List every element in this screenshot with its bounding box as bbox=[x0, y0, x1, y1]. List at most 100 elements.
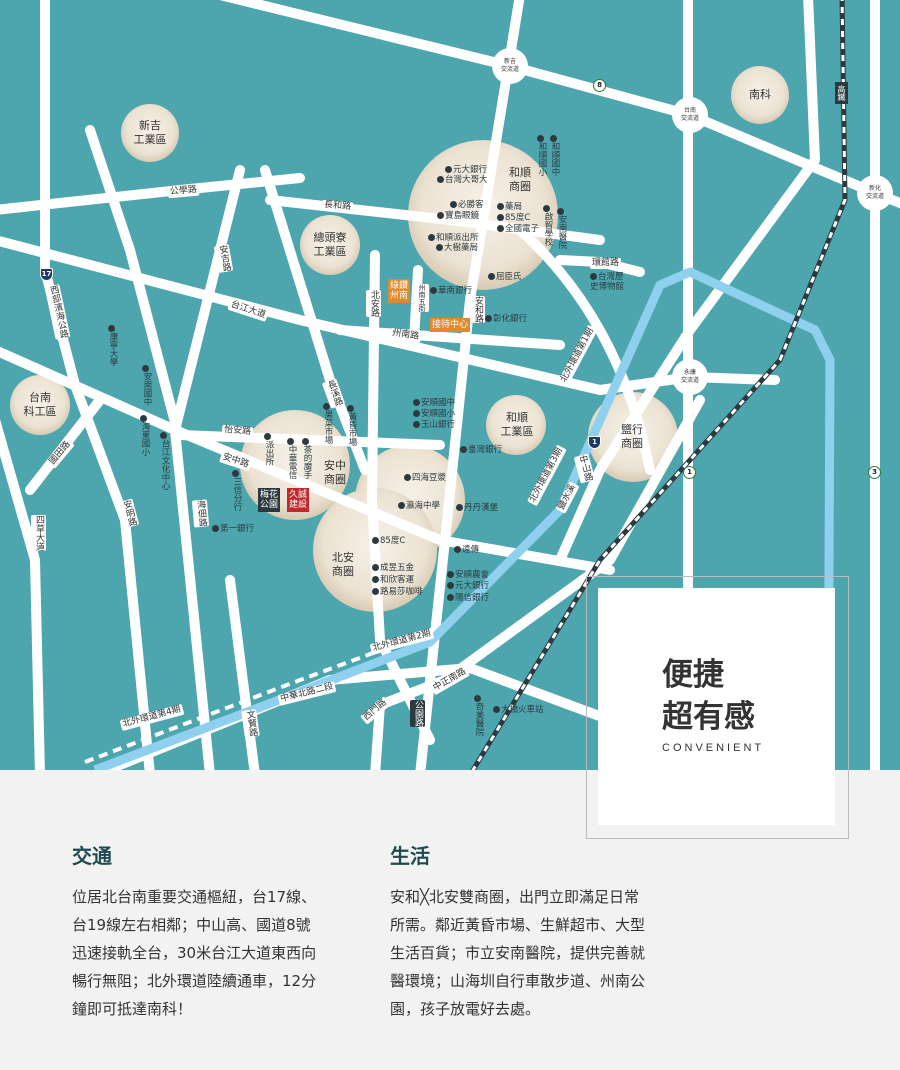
poi-label: 中華電信 bbox=[287, 438, 297, 479]
district-label: 總頭寮 工業區 bbox=[313, 231, 347, 258]
poi-label: 台灣大哥大 bbox=[437, 175, 488, 185]
poi-label: 屈臣氏 bbox=[488, 272, 522, 282]
road-anhe bbox=[415, 0, 525, 770]
poi-label: 第一銀行 bbox=[212, 524, 254, 534]
district-circle bbox=[731, 66, 789, 124]
highway-shield: 1 bbox=[588, 436, 601, 449]
road-8 bbox=[219, 0, 900, 209]
highway-shield: 17 bbox=[40, 268, 53, 281]
district-label: 安中 商圈 bbox=[324, 459, 346, 486]
poi-label: 瀛海中學 bbox=[398, 501, 440, 511]
traffic-heading: 交通 bbox=[72, 844, 112, 868]
road-label: 四草大道 bbox=[31, 515, 46, 551]
road-ansi bbox=[85, 125, 182, 435]
poi-label: 安順國中 bbox=[413, 398, 455, 408]
poi-label: 三信分行 bbox=[232, 470, 242, 511]
hsr-label: 高鐵 bbox=[835, 82, 848, 104]
road-taijiang bbox=[0, 236, 605, 395]
road-sicao bbox=[0, 419, 45, 770]
poi-label: 台灣歷史博物館 bbox=[590, 272, 630, 292]
poi-label: 成昱五金 bbox=[372, 563, 414, 573]
interchange-marker: 新化 交流道 bbox=[857, 175, 893, 211]
brand-badge: 久誠 建設 bbox=[287, 488, 310, 512]
highway-shield: 3 bbox=[868, 466, 881, 479]
poi-label: 臺灣銀行 bbox=[460, 445, 502, 455]
poi-label: 黃昏市場 bbox=[347, 405, 357, 446]
area-map[interactable]: 新吉 工業區總頭寮 工業區台南 科工區南科和順 商圈安中 商圈北安 商圈和順 工… bbox=[0, 0, 900, 770]
district-label: 台南 科工區 bbox=[23, 391, 57, 418]
district-label: 鹽行 商圈 bbox=[621, 423, 643, 450]
poi-label: 海東國小 bbox=[140, 415, 150, 456]
district-label: 南科 bbox=[749, 88, 771, 101]
road-label: 安和路 bbox=[470, 296, 485, 323]
road-curve bbox=[555, 0, 820, 565]
poi-label: 85度C bbox=[372, 536, 405, 546]
district-label: 和順 工業區 bbox=[500, 411, 534, 438]
interchange-marker: 新吉 交流道 bbox=[492, 48, 528, 84]
poi-label: 和順國中 bbox=[550, 135, 560, 176]
road-west-coast bbox=[40, 0, 155, 770]
headline-card: 便捷 超有感 CONVENIENT bbox=[598, 588, 835, 825]
life-heading: 生活 bbox=[390, 844, 430, 868]
poi-label: 和順派出所 bbox=[428, 233, 479, 243]
district-circle bbox=[121, 104, 179, 162]
life-body: 安和╳北安雙商圈，出門立即滿足日常 所需。鄰近黃昏市場、生鮮超市、大型 生活百貨… bbox=[390, 888, 646, 1018]
poi-label: 安南醫院 bbox=[557, 208, 567, 249]
interchange-marker: 台南 交流道 bbox=[672, 97, 708, 133]
poi-label: 康寧大學 bbox=[108, 325, 118, 366]
poi-label: 85度C bbox=[497, 213, 530, 223]
poi-label: 大樹藥局 bbox=[436, 243, 478, 253]
poi-label: 元大銀行 bbox=[447, 581, 489, 591]
life-section: 生活 安和╳北安雙商圈，出門立即滿足日常 所需。鄰近黃昏市場、生鮮超市、大型 生… bbox=[390, 840, 645, 1023]
road-label: 環館路 bbox=[590, 258, 622, 269]
poi-label: 藥局 bbox=[497, 202, 522, 212]
road-label: 海佃路 bbox=[191, 499, 210, 528]
brand-badge: 梅花 公園 bbox=[258, 488, 281, 512]
traffic-body: 位居北台南重要交通樞紐，台17線、 台19線左右相鄰；中山高、國道8號 迅速接軌… bbox=[72, 888, 317, 1018]
poi-label: 茶的魔手 bbox=[302, 438, 312, 479]
interchange-marker: 永康 交流道 bbox=[672, 359, 708, 395]
poi-label: 大橋火車站 bbox=[493, 705, 544, 715]
district-circle bbox=[486, 395, 546, 455]
poi-label: 必勝客 bbox=[450, 200, 484, 210]
poi-label: 啟智學校 bbox=[543, 205, 553, 246]
card-frame bbox=[586, 576, 849, 839]
brand-badge: 接待中心 bbox=[430, 318, 471, 332]
poi-label: 台江文化中心 bbox=[160, 432, 170, 490]
poi-label: 果菜市場 bbox=[323, 403, 333, 444]
brand-badge: 綠鑽 州南 bbox=[388, 279, 411, 303]
road-ring-arc bbox=[515, 225, 655, 475]
road-zhongzheng bbox=[440, 395, 705, 685]
poi-label: 和順國小 bbox=[537, 135, 547, 176]
district-circle bbox=[10, 375, 70, 435]
poi-label: 奇美醫院 bbox=[474, 695, 484, 736]
district-label: 和順 商圈 bbox=[509, 166, 531, 193]
poi-label: 遠傳 bbox=[454, 545, 479, 555]
river bbox=[93, 267, 835, 770]
hsr-railway bbox=[470, 0, 848, 770]
road-label: 北安路 bbox=[366, 290, 381, 317]
poi-label: 路易莎咖啡 bbox=[372, 587, 423, 597]
poi-label: 四海豆漿 bbox=[404, 473, 446, 483]
card-title: 便捷 超有感 bbox=[662, 657, 755, 735]
road-yian bbox=[0, 346, 615, 575]
poi-label: 華南銀行 bbox=[430, 286, 472, 296]
poi-label: 和欣客運 bbox=[372, 575, 414, 585]
poi-label: 全國電子 bbox=[497, 224, 539, 234]
poi-label: 安順國小 bbox=[413, 409, 455, 419]
district-label: 北安 商圈 bbox=[332, 551, 354, 578]
poi-label: 安順農會 bbox=[447, 570, 489, 580]
road-wenxian bbox=[225, 575, 260, 770]
traffic-section: 交通 位居北台南重要交通樞紐，台17線、 台19線左右相鄰；中山高、國道8號 迅… bbox=[72, 840, 316, 1023]
highway-shield: 1 bbox=[683, 466, 696, 479]
road-label: 公園路 bbox=[410, 700, 425, 727]
poi-label: 陽信銀行 bbox=[447, 593, 489, 603]
poi-label: 寶島眼鏡 bbox=[437, 211, 479, 221]
district-circle bbox=[300, 215, 360, 275]
road-label: 州南五街 bbox=[414, 284, 429, 312]
highway-shield: 8 bbox=[593, 79, 606, 92]
poi-label: 安南國中 bbox=[142, 365, 152, 406]
poi-label: 丹丹漢堡 bbox=[456, 503, 498, 513]
poi-label: 元大銀行 bbox=[445, 165, 487, 175]
poi-label: 彰化銀行 bbox=[485, 314, 527, 324]
